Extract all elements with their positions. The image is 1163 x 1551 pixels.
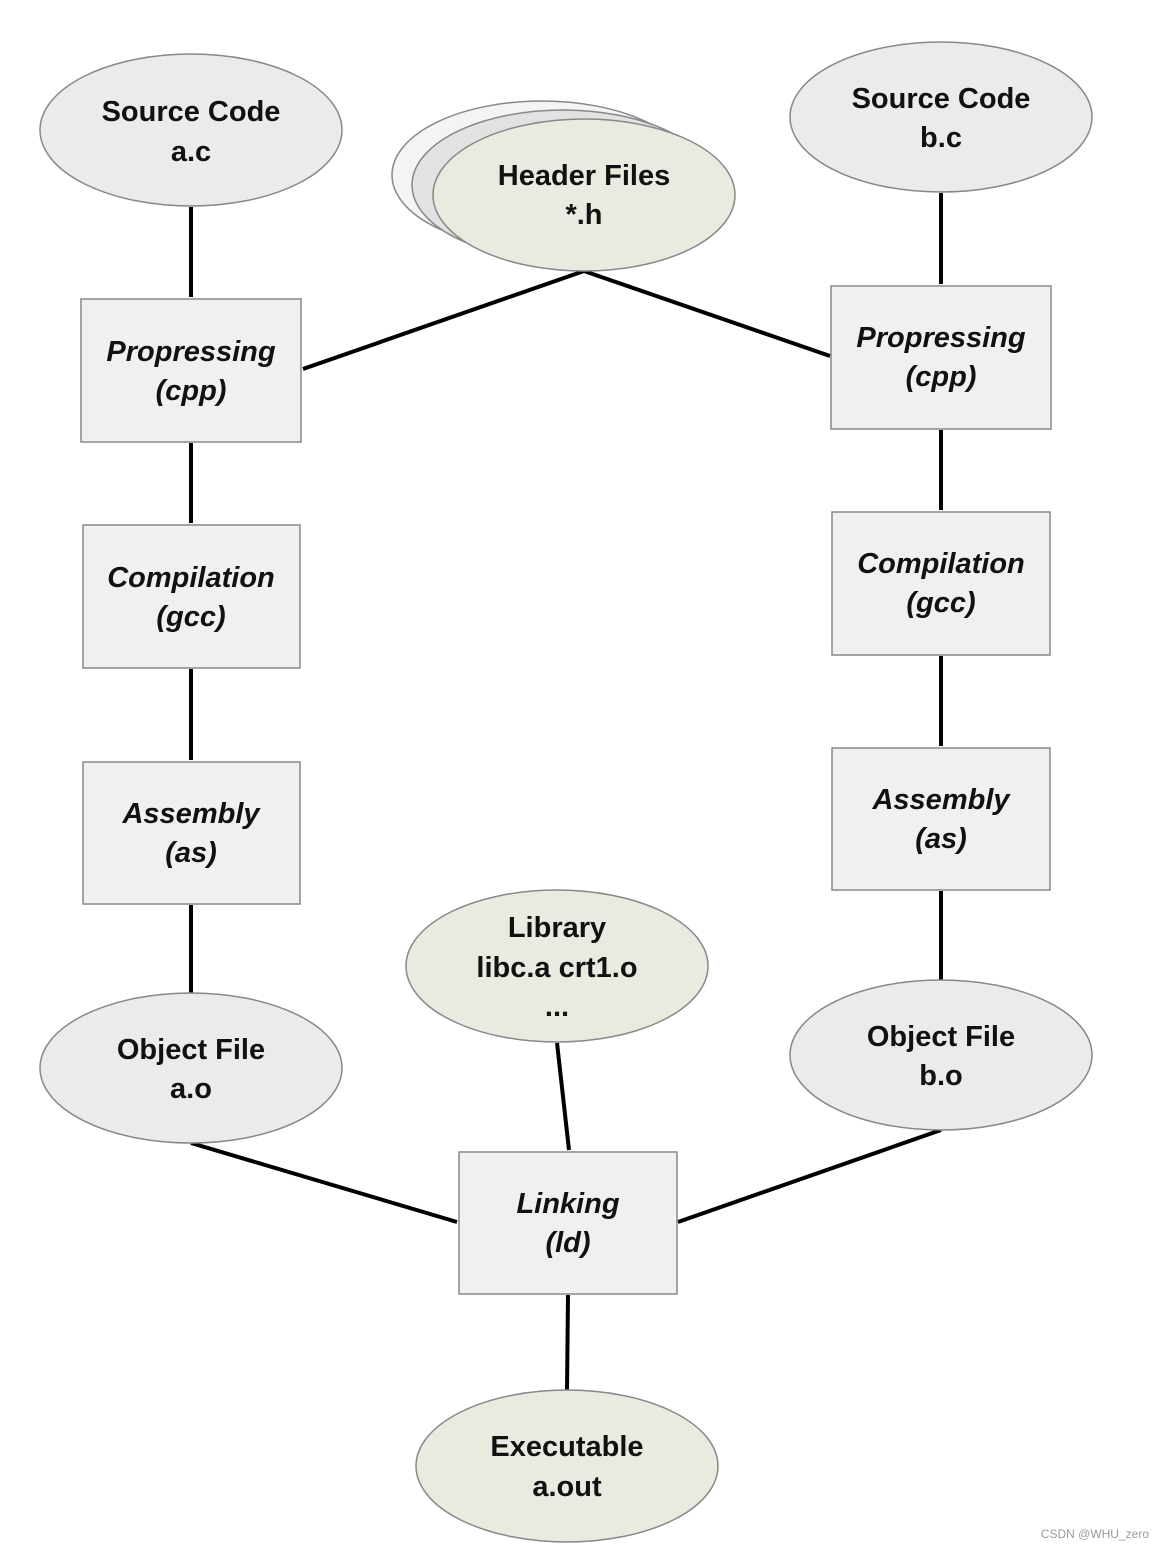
- node-object-b: Object File b.o: [789, 979, 1093, 1131]
- watermark: CSDN @WHU_zero: [1040, 1527, 1149, 1541]
- node-library-line1: Library: [508, 912, 606, 944]
- node-assembly-b-line1: Assembly: [871, 784, 1011, 816]
- node-library-line2: libc.a crt1.o: [476, 952, 637, 984]
- node-compilation-b: Compilation (gcc): [831, 511, 1051, 656]
- node-compilation-a: Compilation (gcc): [82, 524, 301, 669]
- edge-obj-a-to-linking: [190, 1141, 458, 1224]
- node-preprocessing-a-line2: (cpp): [156, 375, 227, 407]
- node-assembly-a: Assembly (as): [82, 761, 301, 905]
- node-preprocessing-a-line1: Propressing: [106, 336, 275, 368]
- node-library-line3: ...: [545, 991, 569, 1023]
- node-preprocessing-b-line1: Propressing: [856, 322, 1025, 354]
- edge-obj-b-to-linking: [677, 1128, 942, 1224]
- node-assembly-a-line1: Assembly: [121, 798, 261, 830]
- node-preprocessing-b-line2: (cpp): [906, 361, 977, 393]
- node-source-a-line2: a.c: [171, 136, 211, 168]
- node-assembly-a-line2: (as): [165, 837, 217, 869]
- node-linking-line2: (ld): [545, 1227, 590, 1259]
- edge-header-to-prep-a: [302, 269, 585, 371]
- node-source-a: Source Code a.c: [39, 53, 343, 207]
- node-header-files-line1: Header Files: [498, 160, 670, 192]
- node-object-a: Object File a.o: [39, 992, 343, 1144]
- node-source-a-line1: Source Code: [102, 96, 281, 128]
- node-object-a-line2: a.o: [170, 1073, 212, 1105]
- edge-header-to-prep-b: [583, 269, 831, 358]
- node-object-b-line1: Object File: [867, 1021, 1015, 1053]
- node-source-b-line2: b.c: [920, 122, 962, 154]
- node-header-files-line2: *.h: [565, 199, 602, 231]
- node-executable-line2: a.out: [532, 1471, 602, 1503]
- node-compilation-b-line1: Compilation: [857, 548, 1025, 580]
- node-object-a-line1: Object File: [117, 1034, 265, 1066]
- node-executable-line1: Executable: [490, 1431, 643, 1463]
- node-linking: Linking (ld): [458, 1151, 678, 1295]
- node-executable: Executable a.out: [415, 1389, 719, 1543]
- node-source-b: Source Code b.c: [789, 41, 1093, 193]
- edge-linking-to-executable: [564, 1294, 570, 1391]
- node-compilation-b-line2: (gcc): [906, 587, 975, 619]
- node-compilation-a-line1: Compilation: [107, 562, 275, 594]
- node-preprocessing-a: Propressing (cpp): [80, 298, 302, 443]
- node-linking-line1: Linking: [516, 1188, 619, 1220]
- edge-library-to-linking: [555, 1042, 571, 1151]
- node-assembly-b: Assembly (as): [831, 747, 1051, 891]
- node-header-files: Header Files *.h: [391, 100, 736, 272]
- node-compilation-a-line2: (gcc): [156, 601, 225, 633]
- node-source-b-line1: Source Code: [852, 83, 1031, 115]
- node-object-b-line2: b.o: [919, 1060, 963, 1092]
- edges: [188, 193, 944, 1391]
- node-library: Library libc.a crt1.o ...: [405, 889, 709, 1043]
- node-preprocessing-b: Propressing (cpp): [830, 285, 1052, 430]
- node-assembly-b-line2: (as): [915, 823, 967, 855]
